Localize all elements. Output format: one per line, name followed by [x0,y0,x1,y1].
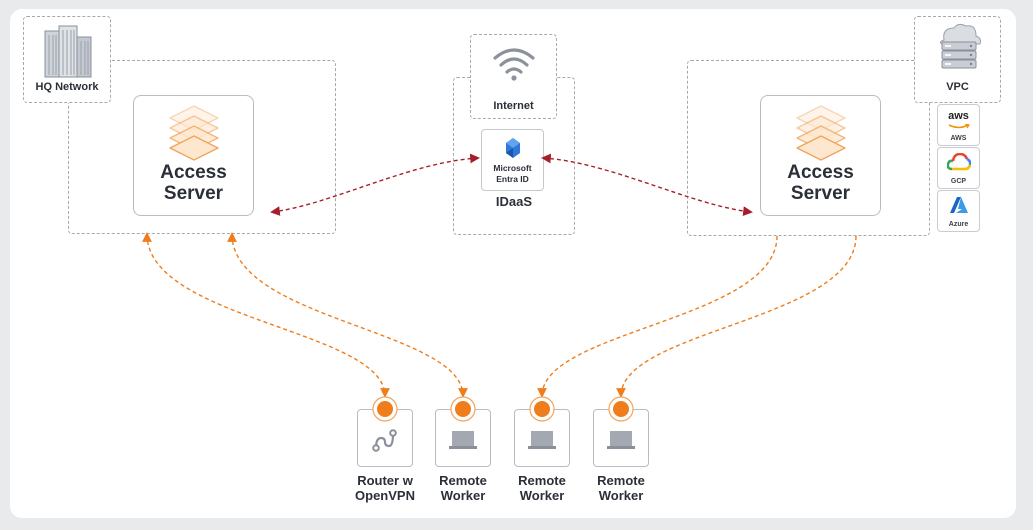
wifi-icon [493,48,535,81]
internet-label: Internet [493,100,534,112]
cloud-azure-tile: Azure [937,190,980,232]
access-server-title-line1: Access [787,162,854,183]
gcp-label: GCP [950,178,967,185]
aws-smile-icon [948,124,970,129]
remote-worker-label-line2: Worker [519,488,565,503]
access-server-title-line2: Server [790,183,851,204]
remote-worker-label-line1: Remote [597,473,645,488]
access-server-title-line2: Server [163,183,224,204]
idp-link-vpc [541,153,753,216]
endpoint-dot-worker-1 [450,396,476,422]
vpn-tunnel-worker-3 [616,235,857,398]
endpoint-dot-worker-3 [608,396,634,422]
access-server-vpc: Access Server [760,95,881,216]
vpn-tunnel-worker-2 [537,235,778,398]
vpc-region [687,60,930,236]
aws-logo-icon: aws [948,110,969,122]
vpn-tunnel-worker-1 [227,232,468,398]
access-server-title-line1: Access [160,162,227,183]
remote-worker-label-line2: Worker [598,488,644,503]
office-building-icon [44,25,92,78]
endpoint-dot-worker-2 [529,396,555,422]
entra-label-line2: Entra ID [496,174,529,184]
entra-label-line1: Microsoft [493,163,532,173]
router-icon [372,429,397,452]
access-server-stack-icon [796,105,846,161]
azure-label: Azure [948,221,969,228]
access-server-stack-icon [169,105,219,161]
idaas-label: IDaaS [495,194,533,209]
hq-network-label: HQ Network [35,81,99,93]
aws-label: AWS [950,135,967,142]
cloud-gcp-tile: GCP [937,147,980,189]
hq-network-tile: HQ Network [23,16,111,103]
server-rack-icon [939,23,981,69]
idp-link-hq [270,153,480,216]
internet-tile: Internet [470,34,557,119]
laptop-icon [607,431,635,449]
remote-worker-label-line2: Worker [440,488,486,503]
vpc-label: VPC [946,81,969,93]
access-server-hq: Access Server [133,95,254,216]
microsoft-entra-id-tile: Microsoft Entra ID [481,129,544,191]
endpoint-dot-router [372,396,398,422]
remote-worker-label-line1: Remote [439,473,487,488]
router-openvpn-label-line2: OpenVPN [355,488,415,503]
router-openvpn-label-line1: Router w [357,473,413,488]
entra-id-logo-icon [506,138,520,158]
gcp-logo-icon [947,153,971,171]
laptop-icon [528,431,556,449]
vpn-tunnel-router [142,232,390,398]
laptop-icon [449,431,477,449]
remote-worker-label-line1: Remote [518,473,566,488]
remote-worker-device-1 [435,409,491,467]
azure-logo-icon [950,197,968,213]
vpc-tile: VPC [914,16,1001,103]
cloud-aws-tile: aws AWS [937,104,980,146]
